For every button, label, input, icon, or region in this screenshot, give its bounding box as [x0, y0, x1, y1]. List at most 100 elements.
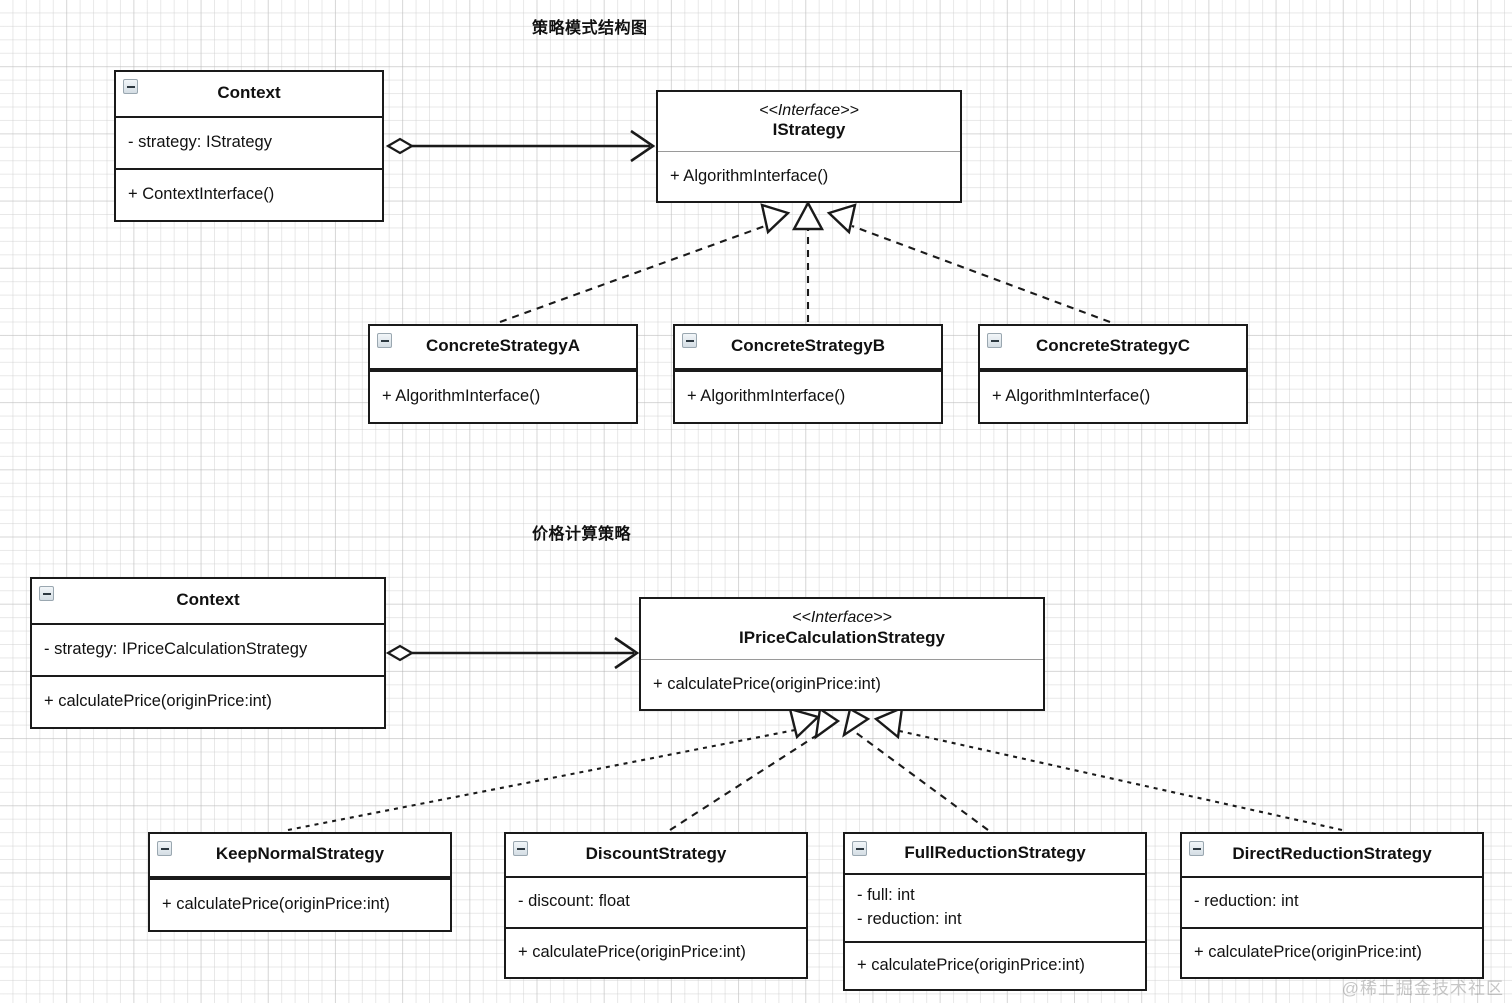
hollow-triangle-icon: [760, 203, 791, 235]
class-box-concretestrategyb[interactable]: ConcreteStrategyB + AlgorithmInterface(): [673, 324, 943, 424]
attributes-compartment: - strategy: IStrategy: [116, 118, 382, 168]
operations-compartment: + calculatePrice(originPrice:int): [506, 926, 806, 978]
realization-line: [851, 225, 1111, 323]
operations-compartment: + calculatePrice(originPrice:int): [845, 941, 1145, 989]
class-name-label: FullReductionStrategy: [904, 842, 1086, 862]
hollow-triangle-icon: [791, 200, 825, 231]
class-header: Context: [116, 72, 382, 118]
interface-header: <<Interface>> IStrategy: [658, 92, 960, 152]
open-arrow-icon: [614, 636, 640, 670]
attributes-compartment: - discount: float: [506, 878, 806, 927]
minus-box-icon[interactable]: [39, 586, 54, 601]
operation-item: + AlgorithmInterface(): [382, 387, 541, 406]
attributes-compartment: - full: int - reduction: int: [845, 875, 1145, 941]
attributes-compartment: - reduction: int: [1182, 878, 1482, 927]
operation-item: + AlgorithmInterface(): [992, 387, 1151, 406]
class-box-concretestrategya[interactable]: ConcreteStrategyA + AlgorithmInterface(): [368, 324, 638, 424]
operations-compartment: + AlgorithmInterface(): [980, 370, 1246, 422]
class-name-label: ConcreteStrategyC: [1036, 336, 1190, 356]
operation-item: + ContextInterface(): [128, 185, 275, 204]
relation-context2-to-ipricecalculationstrategy: [385, 636, 640, 670]
class-header: ConcreteStrategyA: [370, 326, 636, 370]
realization-line: [854, 731, 989, 831]
class-header: Context: [32, 579, 384, 625]
operations-compartment: + calculatePrice(originPrice:int): [641, 660, 1043, 709]
minus-box-icon[interactable]: [852, 841, 867, 856]
minus-box-icon[interactable]: [123, 79, 138, 94]
operation-item: + calculatePrice(originPrice:int): [653, 674, 881, 693]
relation-context-to-istrategy: [385, 129, 656, 163]
watermark-label: @稀土掘金技术社区: [1341, 979, 1504, 998]
relation-concreteB-to-istrategy: [791, 200, 825, 322]
operations-compartment: + AlgorithmInterface(): [370, 370, 636, 422]
bottom-diagram-title: 价格计算策略: [532, 526, 632, 543]
attribute-item: - reduction: int: [857, 910, 962, 929]
minus-box-icon[interactable]: [1189, 841, 1204, 856]
class-name-label: IPriceCalculationStrategy: [739, 627, 945, 647]
class-name-label: DiscountStrategy: [585, 844, 727, 864]
class-header: ConcreteStrategyC: [980, 326, 1246, 370]
minus-box-icon[interactable]: [987, 333, 1002, 348]
class-name-label: DirectReductionStrategy: [1232, 844, 1432, 864]
open-arrow-icon: [630, 129, 656, 163]
class-box-keepnormalstrategy[interactable]: KeepNormalStrategy + calculatePrice(orig…: [148, 832, 452, 932]
operation-item: + AlgorithmInterface(): [687, 387, 846, 406]
class-name-label: ConcreteStrategyA: [426, 336, 580, 356]
hollow-diamond-icon: [385, 644, 415, 662]
hollow-triangle-icon: [814, 706, 841, 740]
minus-box-icon[interactable]: [157, 841, 172, 856]
stereotype-label: <<Interface>>: [792, 609, 892, 627]
attribute-item: - reduction: int: [1194, 892, 1299, 911]
top-diagram-title: 策略模式结构图: [532, 20, 648, 37]
minus-box-icon[interactable]: [377, 333, 392, 348]
minus-box-icon[interactable]: [682, 333, 697, 348]
attribute-item: - full: int: [857, 886, 915, 905]
class-box-context-top[interactable]: Context - strategy: IStrategy + ContextI…: [114, 70, 384, 222]
relation-directreduction-to-interface: [873, 706, 1343, 832]
operations-compartment: + AlgorithmInterface(): [675, 370, 941, 422]
relation-fullreduction-to-interface: [842, 707, 989, 831]
relation-concreteA-to-istrategy: [499, 203, 791, 323]
class-header: DiscountStrategy: [506, 834, 806, 878]
relation-discount-to-interface: [669, 706, 841, 831]
operations-compartment: + calculatePrice(originPrice:int): [150, 878, 450, 930]
attribute-item: - discount: float: [518, 892, 630, 911]
class-box-context-bottom[interactable]: Context - strategy: IPriceCalculationStr…: [30, 577, 386, 729]
operation-item: + AlgorithmInterface(): [670, 166, 829, 185]
hollow-triangle-icon: [842, 707, 871, 738]
operation-item: + calculatePrice(originPrice:int): [162, 895, 390, 914]
class-name-label: IStrategy: [772, 120, 846, 139]
class-name-label: Context: [217, 83, 281, 103]
realization-line: [499, 225, 766, 323]
class-header: KeepNormalStrategy: [150, 834, 450, 878]
hollow-diamond-icon: [385, 137, 415, 155]
class-header: FullReductionStrategy: [845, 834, 1145, 876]
attribute-item: - strategy: IPriceCalculationStrategy: [44, 640, 308, 659]
operations-compartment: + AlgorithmInterface(): [658, 152, 960, 201]
class-box-directreductionstrategy[interactable]: DirectReductionStrategy - reduction: int…: [1180, 832, 1484, 979]
operations-compartment: + calculatePrice(originPrice:int): [1182, 926, 1482, 978]
hollow-triangle-icon: [826, 203, 857, 235]
operation-item: + calculatePrice(originPrice:int): [857, 956, 1085, 975]
class-box-concretestrategyc[interactable]: ConcreteStrategyC + AlgorithmInterface(): [978, 324, 1248, 424]
class-name-label: ConcreteStrategyB: [731, 336, 885, 356]
attribute-item: - strategy: IStrategy: [128, 133, 272, 152]
hollow-triangle-icon: [788, 707, 821, 740]
operations-compartment: + ContextInterface(): [116, 168, 382, 220]
attributes-compartment: - strategy: IPriceCalculationStrategy: [32, 625, 384, 675]
stereotype-label: <<Interface>>: [759, 101, 859, 119]
class-box-fullreductionstrategy[interactable]: FullReductionStrategy - full: int - redu…: [843, 832, 1147, 991]
class-header: DirectReductionStrategy: [1182, 834, 1482, 878]
class-name-label: Context: [176, 590, 240, 610]
class-box-discountstrategy[interactable]: DiscountStrategy - discount: float + cal…: [504, 832, 808, 979]
class-header: ConcreteStrategyB: [675, 326, 941, 370]
realization-line: [287, 728, 796, 832]
operation-item: + calculatePrice(originPrice:int): [518, 942, 746, 961]
class-box-ipricecalculationstrategy[interactable]: <<Interface>> IPriceCalculationStrategy …: [639, 597, 1045, 711]
class-box-istrategy[interactable]: <<Interface>> IStrategy + AlgorithmInter…: [656, 90, 962, 203]
minus-box-icon[interactable]: [513, 841, 528, 856]
class-name-label: KeepNormalStrategy: [215, 844, 385, 864]
operation-item: + calculatePrice(originPrice:int): [44, 692, 272, 711]
relation-concreteC-to-istrategy: [826, 203, 1111, 323]
